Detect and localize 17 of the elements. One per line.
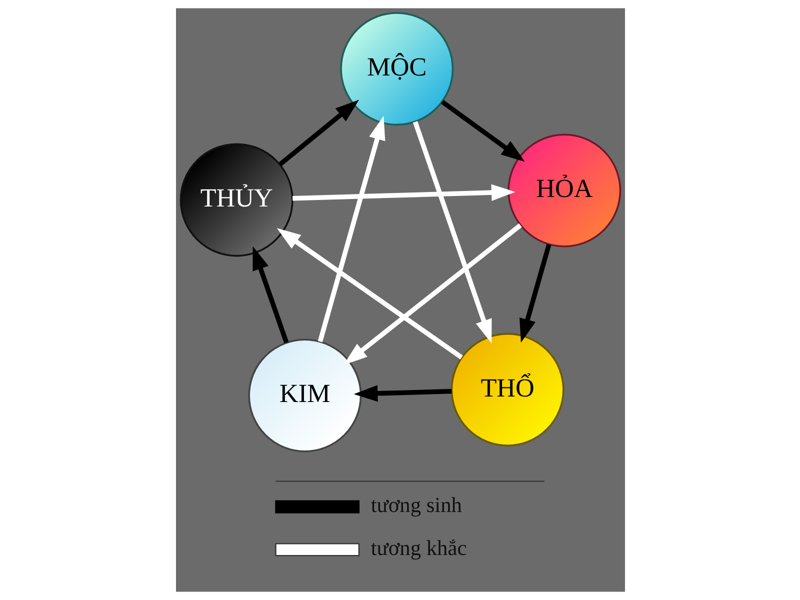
node-circle: THỔ: [450, 332, 564, 446]
arrow: [519, 244, 551, 343]
node-circle: HỎA: [507, 134, 621, 248]
arrow: [343, 223, 522, 366]
legend-label: tương sinh: [370, 493, 462, 518]
arrow: [317, 116, 385, 342]
arrow: [440, 100, 524, 162]
legend-label: tương khắc: [370, 536, 466, 560]
arrow: [292, 184, 515, 201]
arrow: [353, 385, 452, 402]
node-circle: KIM: [248, 338, 362, 452]
arrow: [412, 121, 492, 344]
node-circle: MỘC: [340, 12, 454, 126]
arrow: [278, 100, 359, 166]
node-circle: THỦY: [179, 143, 293, 257]
arrow: [252, 246, 288, 344]
arrow: [276, 228, 462, 360]
